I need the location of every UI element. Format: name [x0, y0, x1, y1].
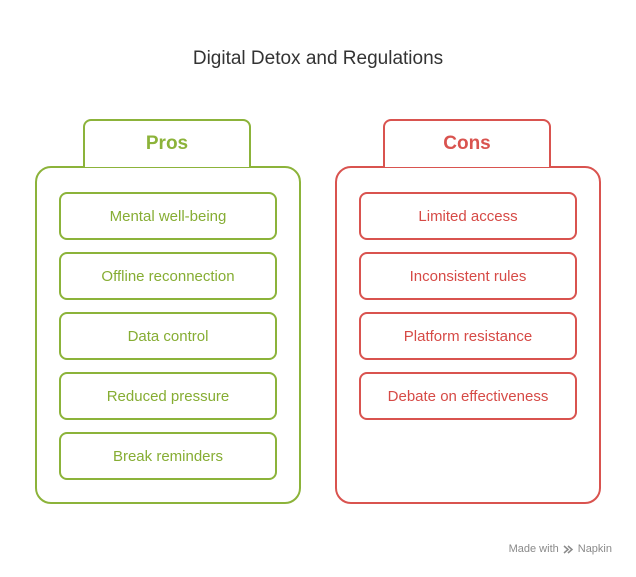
pros-item: Data control	[59, 312, 277, 360]
cons-item: Platform resistance	[359, 312, 577, 360]
footer-credit: Made with Napkin	[509, 543, 612, 555]
pros-panel: Mental well-being Offline reconnection D…	[35, 166, 301, 504]
napkin-icon	[563, 544, 574, 555]
pros-item: Mental well-being	[59, 192, 277, 240]
pros-item: Break reminders	[59, 432, 277, 480]
footer-brand: Napkin	[577, 543, 612, 555]
pros-item: Offline reconnection	[59, 252, 277, 300]
footer-made-with: Made with	[508, 543, 559, 555]
pros-heading: Pros	[145, 133, 189, 154]
cons-heading: Cons	[443, 133, 491, 154]
pros-item: Reduced pressure	[59, 372, 277, 420]
diagram-title: Digital Detox and Regulations	[192, 48, 444, 69]
cons-item: Debate on effectiveness	[359, 372, 577, 420]
cons-heading-tab: Cons	[383, 119, 551, 167]
cons-panel: Limited access Inconsistent rules Platfo…	[335, 166, 601, 504]
pros-heading-tab: Pros	[83, 119, 251, 167]
cons-item: Inconsistent rules	[359, 252, 577, 300]
cons-item: Limited access	[359, 192, 577, 240]
